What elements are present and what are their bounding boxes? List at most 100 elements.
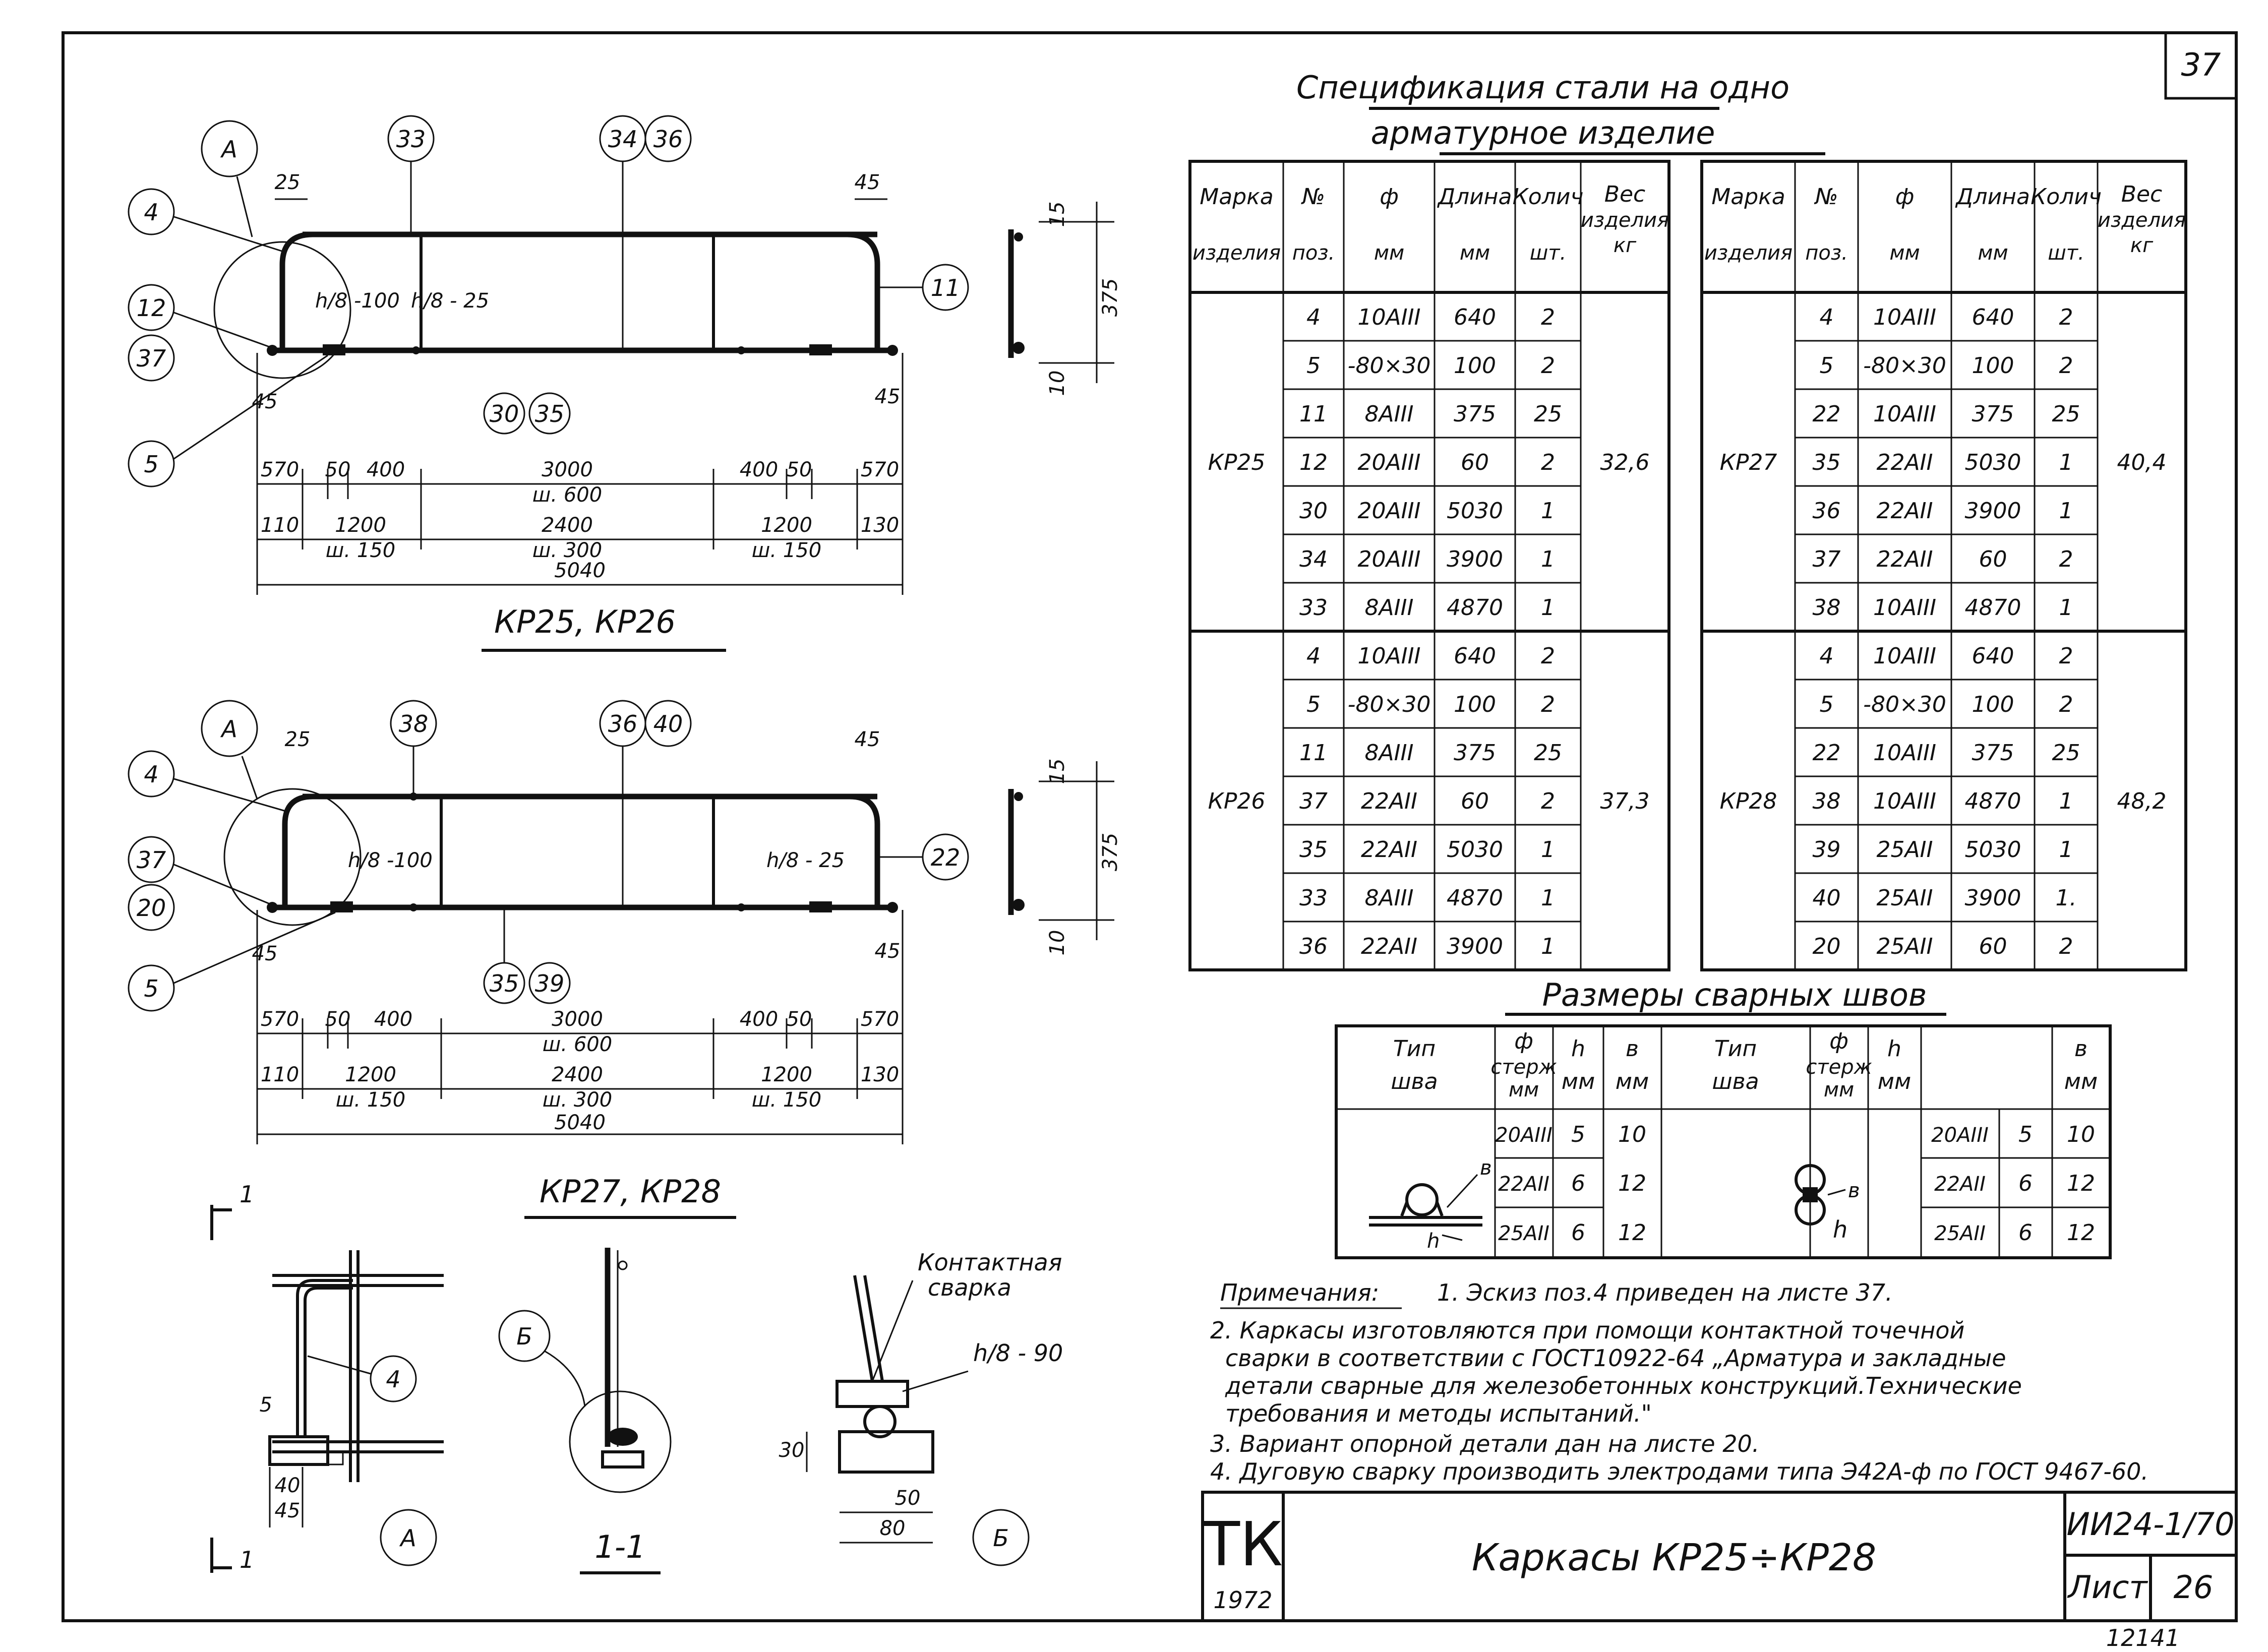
table-cell: 10АIII — [1873, 595, 1936, 621]
table-cell: 4870 — [1965, 595, 2021, 621]
table-header-qty: Колич — [2031, 184, 2102, 210]
table-cell: 10АIII — [1873, 740, 1936, 766]
spec-title-line2: арматурное изделие — [1371, 114, 1715, 151]
weld-point — [1014, 792, 1023, 801]
table-cell: 4870 — [1447, 885, 1503, 911]
table-cell: 2 — [1541, 788, 1555, 814]
detail-a-circle — [223, 788, 362, 926]
table-cell: 22АII — [1361, 788, 1417, 814]
dim-label: 400 — [374, 1008, 412, 1031]
callout-5: 5 — [128, 964, 175, 1012]
table-cell: 20АIII — [1357, 546, 1420, 572]
dim-label: ш. 150 — [752, 1088, 821, 1112]
table-header-weight: кг — [1614, 234, 1637, 257]
anchor-plate — [268, 1435, 329, 1466]
dim-label: 45 — [275, 1499, 301, 1522]
dim-label: ш. 300 — [532, 539, 602, 562]
dim-label: 45 — [252, 390, 278, 413]
table-cell: 10АIII — [1873, 401, 1936, 427]
callout-4: 4 — [128, 188, 175, 235]
table-cell: 3900 — [1965, 498, 2021, 524]
table-cell: 38 — [1813, 788, 1841, 814]
note-line: детали сварные для железобетонных констр… — [1225, 1372, 2022, 1399]
svg-text:А: А — [399, 1524, 416, 1552]
callout-5: 5 — [128, 440, 175, 487]
svg-text:4: 4 — [144, 761, 158, 788]
table-frame — [1700, 160, 2187, 971]
table-cell: 22АII — [1876, 498, 1933, 524]
anchor-plate — [327, 1451, 344, 1465]
dim-label: 45 — [875, 940, 901, 963]
table-cell: 8АIII — [1364, 595, 1413, 621]
table-cell: 2 — [1541, 304, 1555, 330]
dim-ticks — [256, 910, 904, 1144]
table-cell: -80×30 — [1348, 692, 1431, 717]
table-cell: 60 — [1461, 788, 1489, 814]
table-cell: 30 — [1299, 498, 1328, 524]
table-header-pos: № — [1300, 184, 1325, 210]
svg-text:Б: Б — [993, 1524, 1009, 1552]
table-mark: КР27 — [1720, 450, 1777, 475]
table-cell: 2 — [1541, 353, 1555, 379]
dim-label: 400 — [367, 458, 405, 481]
table-cell: 22АII — [1876, 546, 1933, 572]
sketch-label-h: h — [1427, 1230, 1440, 1253]
table-header-pos: № — [1814, 184, 1838, 210]
table-cell: 25 — [1534, 740, 1562, 766]
table-header-len: Длина — [1437, 184, 1512, 210]
dim-label: 2400 — [542, 514, 593, 537]
table-cell: 2 — [2059, 304, 2073, 330]
callout-B: Б — [498, 1310, 551, 1362]
table-header-qty: шт. — [1530, 241, 1567, 265]
dim-label: 375 — [1099, 278, 1122, 317]
callout-34: 34 — [599, 115, 646, 162]
weld-table-title: Размеры сварных швов — [1542, 976, 1927, 1013]
table-cell: 22АII — [1361, 934, 1417, 959]
svg-text:38: 38 — [399, 710, 429, 738]
drawing-caption: КР27, КР28 — [540, 1173, 721, 1210]
weld-block — [835, 1380, 909, 1408]
stamp-inventory: 12141 — [2106, 1624, 2180, 1651]
table-cell: -80×30 — [1863, 692, 1946, 717]
spacing-label: h/8 - 25 — [411, 289, 489, 313]
table-cell: 25АII — [1876, 885, 1933, 911]
dim-label: 25 — [285, 728, 311, 751]
table-cell: 25АII — [1876, 837, 1933, 863]
dim-label: 50 — [787, 458, 812, 481]
table-cell: 22АII — [1361, 837, 1417, 863]
hook-bar — [296, 1279, 353, 1437]
weld-cell: 6 — [1571, 1220, 1585, 1246]
drawing-caption: КР25, КР26 — [494, 603, 676, 640]
weld-point — [887, 902, 898, 913]
anchor-plate — [601, 1450, 644, 1469]
note-line: 1. Эскиз поз.4 приведен на листе 37. — [1437, 1279, 1893, 1306]
dim-label: 15 — [1046, 202, 1069, 227]
dim-label: ш. 150 — [336, 1088, 405, 1112]
sketch-label-b: в — [1480, 1156, 1492, 1180]
dim-label: 50 — [325, 1008, 351, 1031]
table-cell: 4870 — [1965, 788, 2021, 814]
spacing-label: h/8 -100 — [348, 849, 433, 872]
weld-point — [1012, 342, 1025, 354]
table-cell: 2 — [1541, 450, 1555, 475]
weld-point — [887, 345, 898, 356]
dim-label: 45 — [855, 171, 880, 194]
detail-a-label: А — [380, 1509, 437, 1566]
callout-A: А — [201, 120, 258, 177]
weld-cell: 10 — [1618, 1122, 1646, 1147]
dim-ticks — [256, 353, 904, 595]
svg-text:5: 5 — [144, 451, 158, 478]
table-cell: 375 — [1972, 740, 2014, 766]
table-header-weight: изделия — [1581, 209, 1669, 232]
rod-section — [863, 1405, 897, 1438]
weld-header: мм — [1616, 1069, 1649, 1094]
weld-header: шва — [1712, 1069, 1759, 1094]
weld-point — [608, 1428, 638, 1446]
weld-table: Размеры сварных швов Тип шва ф стерж мм … — [1335, 976, 2112, 1259]
table-cell: 35 — [1813, 450, 1841, 475]
table-cell: 22 — [1813, 740, 1841, 766]
table-cell: 1 — [2059, 788, 2073, 814]
table-cell: 25 — [2052, 740, 2080, 766]
table-cell: 3900 — [1447, 934, 1503, 959]
dim-label: 30 — [779, 1439, 805, 1462]
